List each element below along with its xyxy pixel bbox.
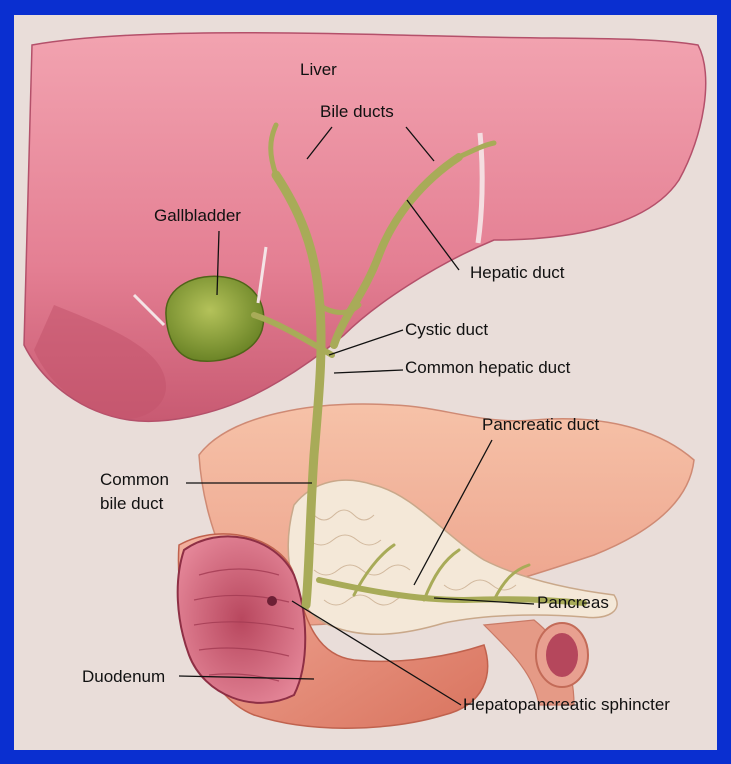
gallbladder-shape [166,276,264,361]
label-common-hepatic-duct: Common hepatic duct [405,358,570,378]
label-pancreatic-duct: Pancreatic duct [482,415,599,435]
label-hepatopancreatic-sphincter: Hepatopancreatic sphincter [463,695,670,715]
label-pancreas: Pancreas [537,593,609,613]
label-common-bile-duct-line1: Common [100,470,169,490]
digestive-organs-drawing [14,15,717,750]
label-duodenum: Duodenum [82,667,165,687]
label-gallbladder: Gallbladder [154,206,241,226]
label-bile-ducts: Bile ducts [320,102,394,122]
label-common-bile-duct-line2: bile duct [100,494,163,514]
anatomy-illustration: — — — — — — — — — — — — — — — — — — — — … [14,15,717,750]
label-liver: Liver [300,60,337,80]
label-cystic-duct: Cystic duct [405,320,488,340]
label-hepatic-duct: Hepatic duct [470,263,565,283]
